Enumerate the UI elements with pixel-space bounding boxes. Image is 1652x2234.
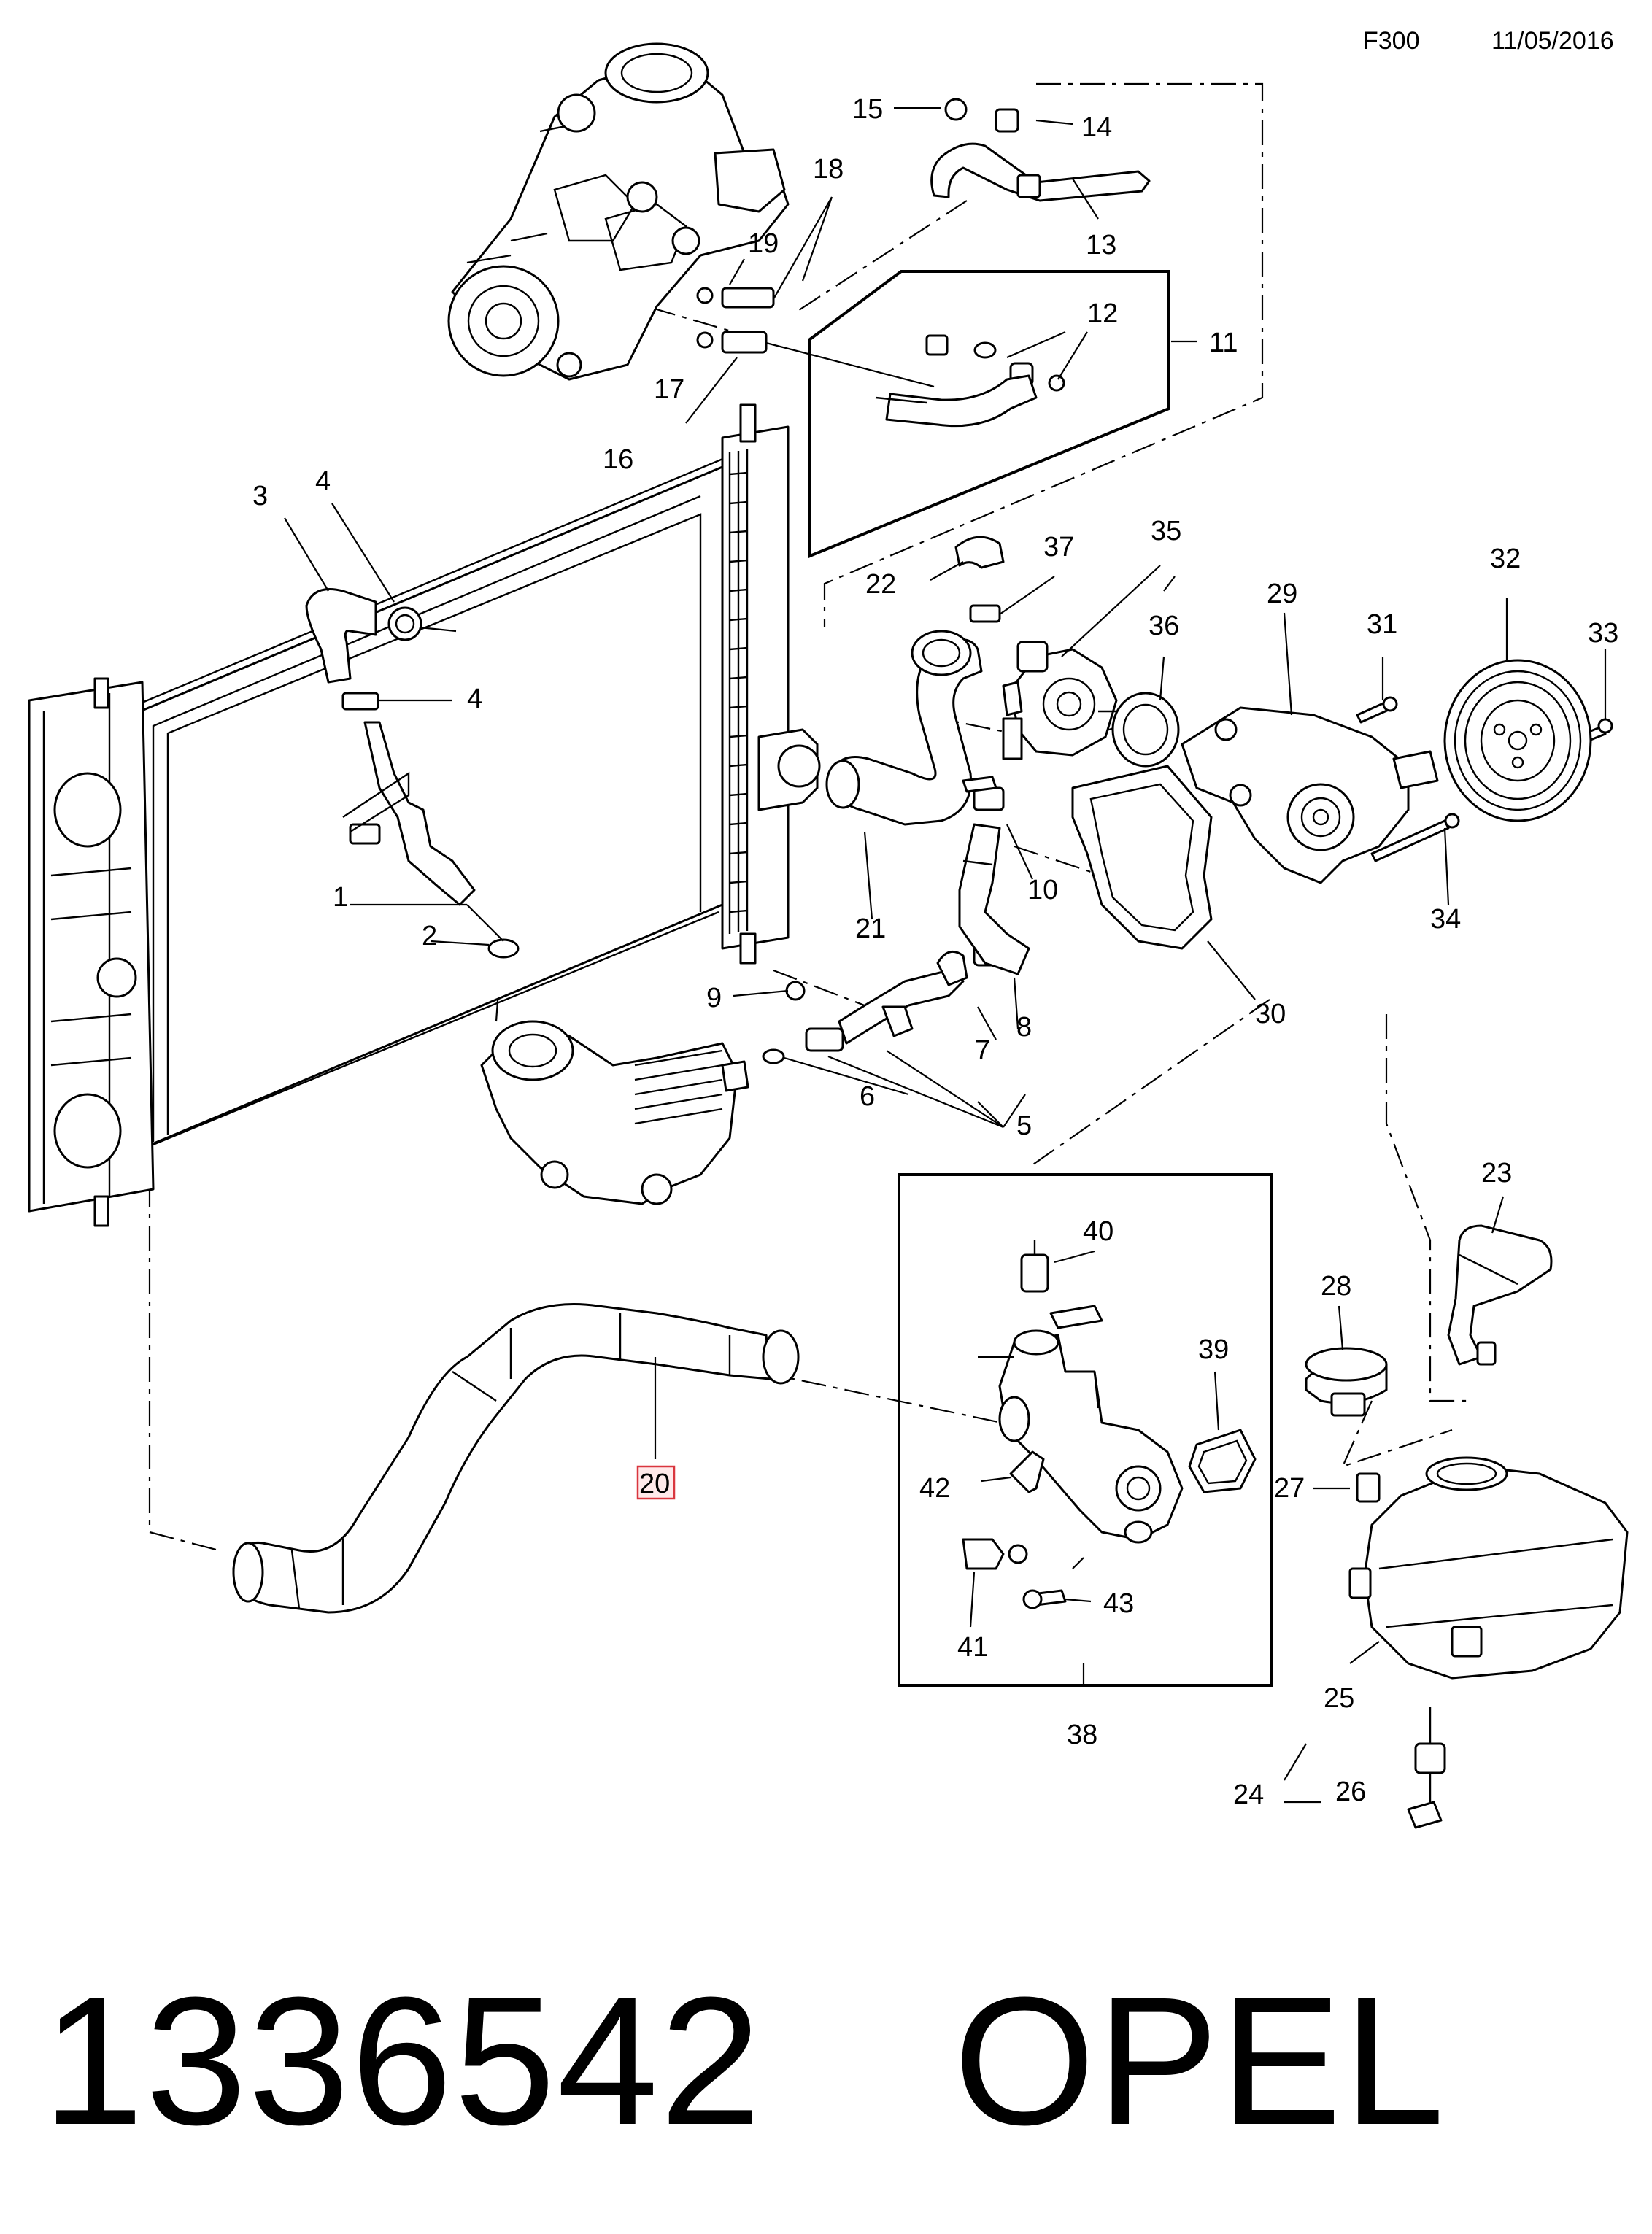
top-pipe-13-15 <box>930 98 1151 202</box>
callout-10: 10 <box>1027 875 1058 905</box>
level-sensor-26 <box>1407 1707 1446 1829</box>
diagram-date: 11/05/2016 <box>1491 27 1614 55</box>
part-group-38 <box>898 1173 1273 1687</box>
callout-28: 28 <box>1321 1271 1351 1302</box>
callout-36: 36 <box>1149 611 1179 641</box>
callout-14: 14 <box>1081 112 1112 143</box>
callout-42: 42 <box>919 1473 950 1504</box>
callout-35: 35 <box>1151 516 1181 546</box>
callout-30: 30 <box>1255 999 1286 1029</box>
thermostat-housing <box>962 604 1180 793</box>
callout-23: 23 <box>1481 1158 1512 1188</box>
highlight-box-20 <box>636 1465 676 1500</box>
hose-8 <box>958 786 1030 975</box>
callout-17: 17 <box>654 374 684 405</box>
hose-21-and-clamp-22 <box>825 536 1005 826</box>
fitting-parts-16-19 <box>696 287 935 388</box>
water-pump-29 <box>1181 706 1439 884</box>
radiator <box>28 403 821 1227</box>
callout-8: 8 <box>1016 1012 1032 1043</box>
footer-brand: OPEL <box>953 1959 1446 2163</box>
callout-numbers: 15 14 13 18 19 12 11 17 16 3 4 4 1 2 22 … <box>252 94 1618 1810</box>
callout-4-top: 4 <box>315 466 331 497</box>
callout-31: 31 <box>1367 609 1397 640</box>
callout-43: 43 <box>1103 1588 1134 1619</box>
callout-11: 11 <box>1209 328 1238 358</box>
callout-39: 39 <box>1198 1334 1229 1365</box>
leader-lines <box>284 107 1607 1804</box>
callout-13: 13 <box>1086 230 1116 260</box>
diagram-code: F300 <box>1363 27 1420 55</box>
callout-27: 27 <box>1274 1473 1305 1504</box>
callout-34: 34 <box>1430 904 1461 935</box>
turbocharger-housing <box>447 42 790 381</box>
callout-12: 12 <box>1087 298 1118 329</box>
callout-22: 22 <box>865 569 896 600</box>
hose-23 <box>1447 1224 1553 1366</box>
screws-31-33-34 <box>1356 696 1613 862</box>
callout-29: 29 <box>1267 579 1297 609</box>
callout-19: 19 <box>748 228 779 259</box>
callout-20: 20 <box>639 1469 670 1499</box>
callout-37: 37 <box>1043 532 1074 563</box>
callout-4-lower: 4 <box>467 684 482 714</box>
callout-24: 24 <box>1233 1779 1264 1810</box>
expansion-tank-25 <box>1348 1456 1629 1680</box>
filler-cap-28 <box>1305 1347 1388 1417</box>
callout-33: 33 <box>1588 618 1618 649</box>
pipe-parts-5-9 <box>762 943 1000 1064</box>
callout-7: 7 <box>975 1035 990 1066</box>
callout-3: 3 <box>252 481 268 511</box>
footer-part-number: 1336542 <box>42 1959 763 2163</box>
callout-15: 15 <box>852 94 883 125</box>
callout-1: 1 <box>333 882 348 913</box>
callout-41: 41 <box>957 1632 988 1663</box>
callout-5: 5 <box>1016 1110 1032 1141</box>
callout-2: 2 <box>422 921 437 951</box>
callout-18: 18 <box>813 154 844 185</box>
hose-3-and-clamps <box>305 588 520 959</box>
callout-9: 9 <box>706 983 722 1013</box>
callout-25: 25 <box>1324 1683 1354 1714</box>
gasket-30 <box>1071 765 1213 950</box>
pulley-32 <box>1443 659 1592 822</box>
callout-38: 38 <box>1067 1720 1097 1750</box>
callout-32: 32 <box>1490 544 1521 574</box>
lower-hose-20[interactable] <box>232 1303 800 1614</box>
oil-cooler-housing <box>480 1020 749 1205</box>
callout-16: 16 <box>603 444 633 475</box>
exploded-cooling-diagram: 15 14 13 18 19 12 11 17 16 3 4 4 1 2 22 … <box>28 42 1629 1829</box>
callout-40: 40 <box>1083 1216 1113 1247</box>
callout-26: 26 <box>1335 1777 1366 1807</box>
callout-6: 6 <box>860 1081 875 1112</box>
footer-caption: 1336542 OPEL <box>42 1963 1446 2160</box>
callout-21: 21 <box>855 913 886 944</box>
part-group-11 <box>808 270 1170 558</box>
